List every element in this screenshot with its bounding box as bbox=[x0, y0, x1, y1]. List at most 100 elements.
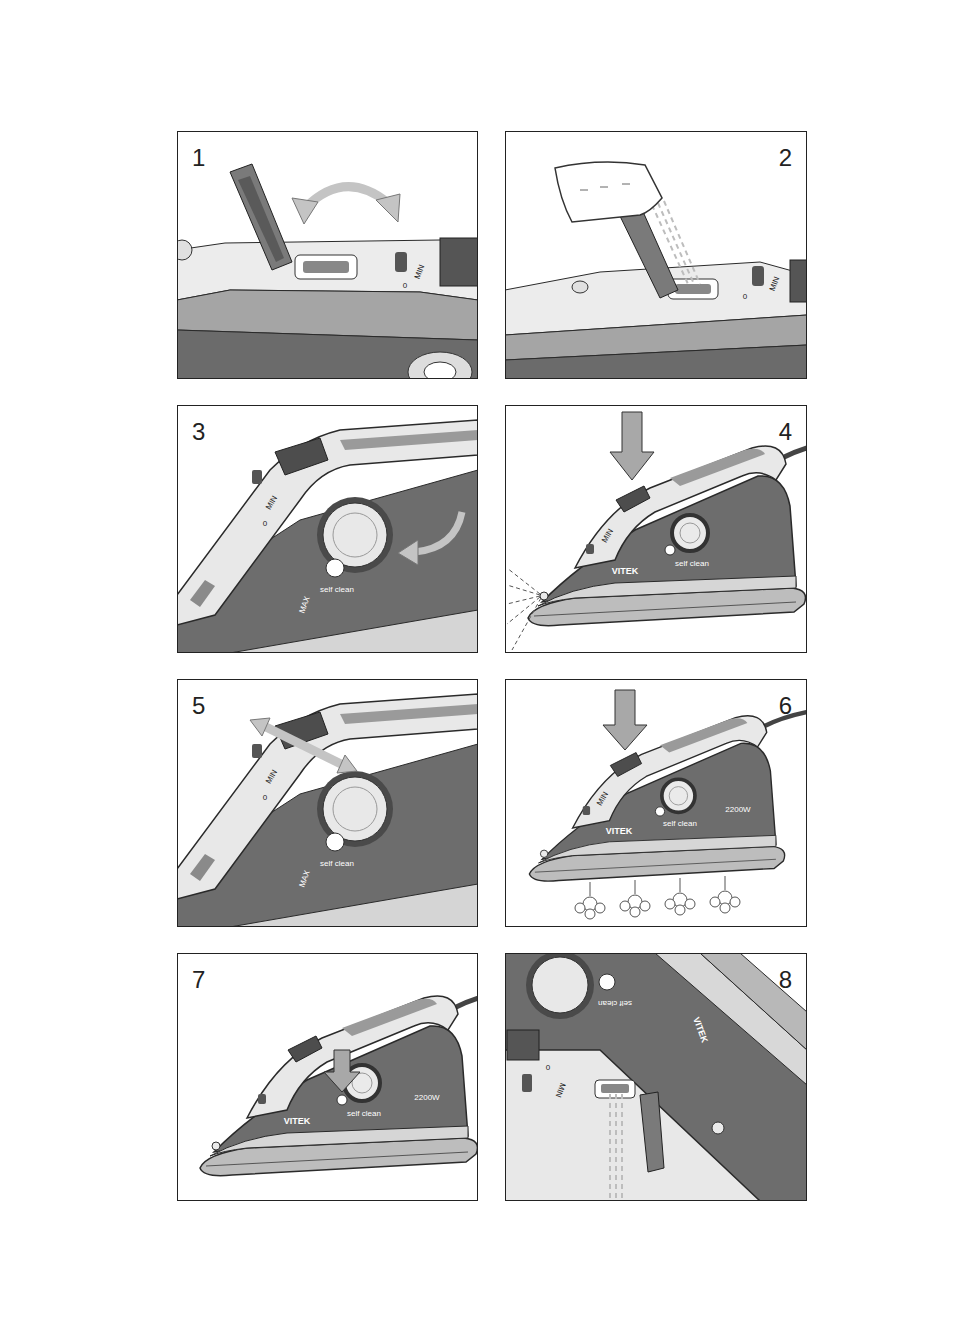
panel-2-art-part bbox=[790, 260, 807, 302]
panel-1-art-part bbox=[177, 240, 192, 260]
iron-marking: 0 bbox=[546, 1064, 550, 1072]
panel-2-art-part bbox=[618, 205, 678, 298]
iron-marking: self clean bbox=[347, 1110, 381, 1118]
panel-8-art-part bbox=[640, 1092, 664, 1172]
panel-8-art-part bbox=[526, 953, 594, 1019]
panel-7-art bbox=[200, 990, 478, 1176]
panel-3-art bbox=[177, 420, 478, 653]
iron-marking: self clean bbox=[675, 560, 709, 568]
panel-5-art-part bbox=[337, 755, 357, 773]
iron-marking: MIN bbox=[265, 769, 279, 786]
panel-1-art-part bbox=[303, 261, 349, 273]
panel-box: 5 bbox=[177, 679, 478, 927]
panel-number: 6 bbox=[779, 694, 792, 718]
iron-marking: 0 bbox=[263, 794, 267, 802]
iron-marking: MAX bbox=[298, 869, 311, 888]
panel-1-art-part bbox=[424, 362, 456, 379]
panel-box: 8 bbox=[505, 953, 807, 1201]
panel-number: 5 bbox=[192, 694, 205, 718]
panel-8-art-part bbox=[655, 953, 807, 1085]
panel-number: 3 bbox=[192, 420, 205, 444]
panel-4-art-part bbox=[507, 568, 541, 650]
panel-2-art-part bbox=[675, 284, 711, 294]
panel-4-art-part-part bbox=[512, 598, 541, 650]
panel-3-art-part bbox=[415, 512, 462, 552]
panel-1-art-part bbox=[305, 187, 388, 208]
panel-box: 4 bbox=[505, 405, 807, 653]
panel-2-art-part bbox=[505, 345, 807, 379]
panel-1-art-part bbox=[408, 352, 472, 379]
panel-2-art-part bbox=[555, 162, 662, 222]
iron-marking: 0 bbox=[403, 282, 407, 290]
panel-3-art-part bbox=[177, 420, 478, 653]
panel-8-art-part bbox=[700, 953, 807, 1050]
panel-1-art-part bbox=[376, 194, 400, 222]
panel-number: 2 bbox=[779, 146, 792, 170]
panel-box: 6 bbox=[505, 679, 807, 927]
iron-marking: MIN bbox=[596, 791, 610, 808]
panel-6-art-part bbox=[575, 876, 740, 919]
panel-1-art-part bbox=[295, 255, 357, 279]
iron-marking: 0 bbox=[743, 293, 747, 301]
panel-2-art-part bbox=[580, 184, 630, 190]
panel-4-art-part bbox=[610, 412, 654, 480]
panel-1-art-part bbox=[440, 238, 478, 286]
panel-box: 3 bbox=[177, 405, 478, 653]
panel-8-art-part-part bbox=[615, 1094, 617, 1201]
iron-marking: MIN bbox=[414, 264, 427, 281]
panel-6-art-part-part bbox=[595, 903, 605, 913]
panel-6-art-part-part bbox=[730, 897, 740, 907]
panel-2-art-part bbox=[572, 281, 588, 293]
panel-8-art-part bbox=[599, 974, 615, 990]
panel-number: 7 bbox=[192, 968, 205, 992]
panel-number: 8 bbox=[779, 968, 792, 992]
panel-1-art bbox=[177, 164, 478, 379]
panel-8-art-part bbox=[532, 957, 588, 1013]
iron-marking: self clean bbox=[663, 820, 697, 828]
panel-3-art-part bbox=[398, 540, 418, 565]
iron-marking: VITEK bbox=[612, 567, 639, 576]
panel-4-art bbox=[507, 412, 807, 650]
panel-1-art-part bbox=[395, 252, 407, 272]
panel-number: 1 bbox=[192, 146, 205, 170]
panel-8-art-part-part bbox=[621, 1094, 623, 1201]
iron-marking: VITEK bbox=[691, 1016, 709, 1044]
panel-6-art-part-part bbox=[585, 909, 595, 919]
panel-8-art-part bbox=[505, 1050, 760, 1201]
panel-1-art-part bbox=[292, 198, 318, 224]
iron-marking: MIN bbox=[554, 1082, 567, 1099]
iron-marking: MIN bbox=[601, 528, 615, 545]
panel-6-art-part-part bbox=[675, 905, 685, 915]
panel-6-art-part-part bbox=[640, 901, 650, 911]
panel-6-art-part-part bbox=[575, 903, 585, 913]
iron-marking: 2200W bbox=[414, 1094, 439, 1102]
panel-box: 2 bbox=[505, 131, 807, 379]
iron-marking: 0 bbox=[263, 520, 267, 528]
iron-marking: MIN bbox=[769, 276, 782, 293]
panel-8-art-part bbox=[522, 1074, 532, 1092]
panel-5-art-part bbox=[266, 727, 341, 764]
panel-2-art-part bbox=[752, 266, 764, 286]
panel-box: 7 bbox=[177, 953, 478, 1201]
panel-6-art-part-part bbox=[630, 907, 640, 917]
panel-4-art-part-part bbox=[507, 596, 540, 604]
iron-marking: VITEK bbox=[284, 1117, 311, 1126]
panel-6-art-part bbox=[603, 690, 647, 750]
iron-marking: self clean bbox=[598, 999, 632, 1007]
panel-1-art-part bbox=[238, 176, 284, 262]
panel-8-art-part bbox=[712, 1122, 724, 1134]
panel-8-art-part bbox=[610, 1094, 622, 1201]
panel-6-art-part bbox=[529, 710, 807, 881]
panel-4-art-part-part bbox=[507, 597, 540, 624]
panel-6-art bbox=[529, 690, 807, 919]
iron-marking: MIN bbox=[265, 495, 279, 512]
panel-number: 4 bbox=[779, 420, 792, 444]
panel-5-art-part bbox=[177, 694, 478, 927]
iron-marking: self clean bbox=[320, 860, 354, 868]
panel-8-art-part bbox=[601, 1084, 629, 1093]
panel-5-art-part bbox=[250, 718, 270, 736]
panel-6-art-part-part bbox=[665, 899, 675, 909]
iron-marking: VITEK bbox=[606, 827, 633, 836]
panel-4-art-part-part bbox=[507, 585, 540, 595]
